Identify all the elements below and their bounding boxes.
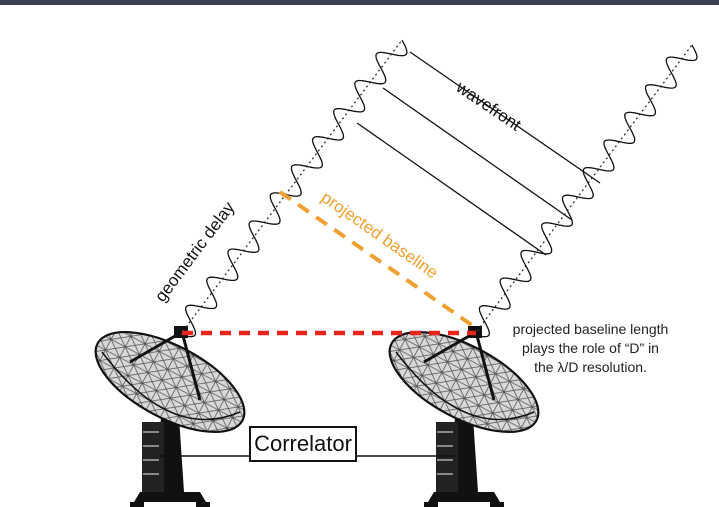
- ray-left: [179, 39, 403, 336]
- note-line-1: projected baseline length: [512, 321, 669, 337]
- wavefront-line-1: [409, 51, 601, 184]
- note-line-3: the λ/D resolution.: [534, 359, 647, 375]
- top-border: [0, 0, 719, 5]
- wavefront-line-3: [356, 122, 547, 256]
- wave-right: [473, 44, 698, 338]
- radio-dish-left-icon: [79, 310, 261, 507]
- projected-baseline-label: projected baseline: [318, 188, 442, 283]
- resolution-note: projected baseline length plays the role…: [488, 320, 693, 377]
- wavefront-line-2: [382, 87, 573, 221]
- note-line-2: plays the role of “D” in: [522, 340, 659, 356]
- correlator-box: Correlator: [249, 426, 357, 462]
- geometric-delay-label: geometric delay: [151, 198, 239, 306]
- wave-left: [179, 39, 408, 338]
- projected-baseline-line: [278, 190, 478, 330]
- ray-right: [473, 44, 693, 336]
- wavefront-label: wavefront: [452, 77, 525, 135]
